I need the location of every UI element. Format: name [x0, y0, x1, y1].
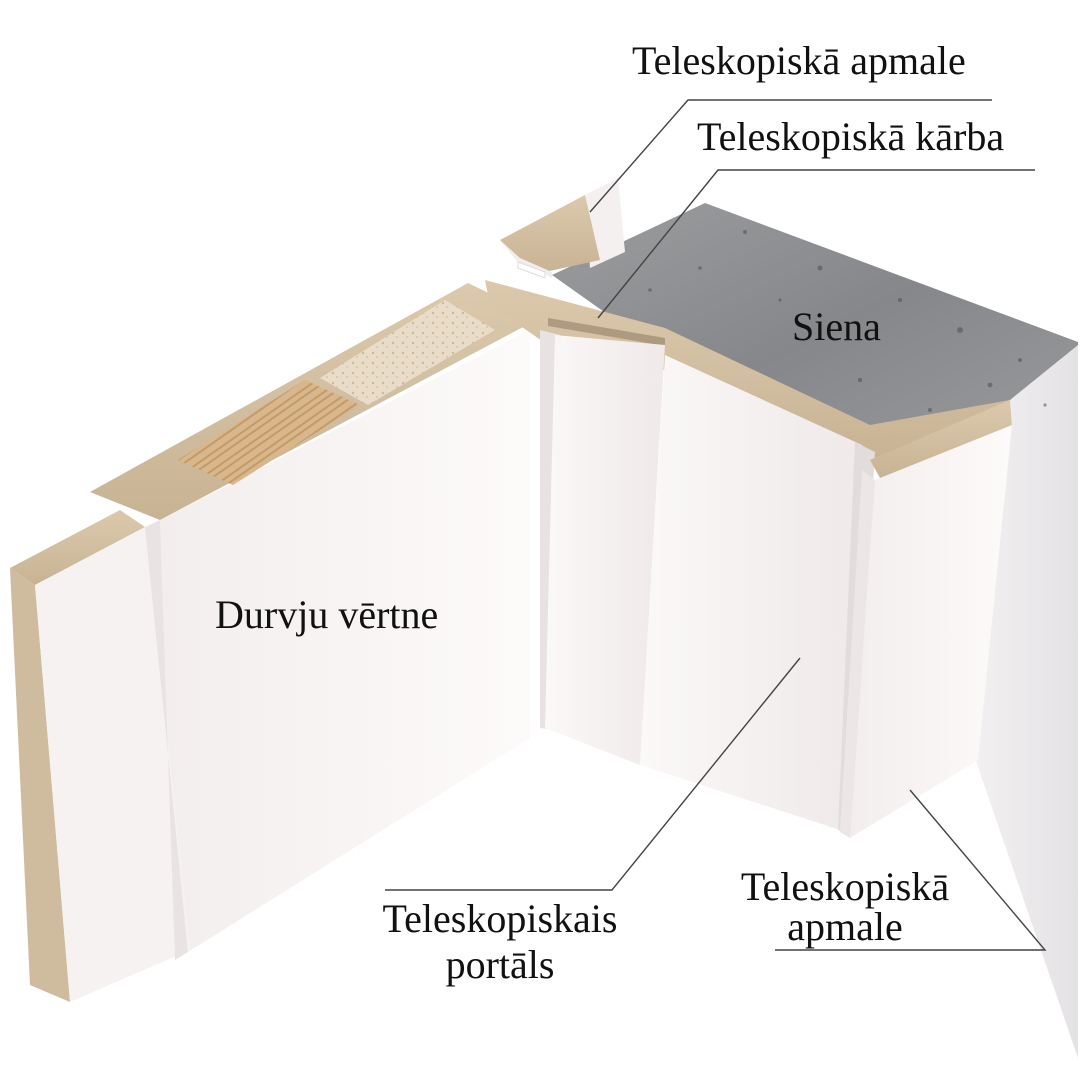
right-casing-edge [840, 470, 875, 838]
leader-lines [385, 99, 1047, 951]
label-wall: Siena [792, 304, 881, 349]
top-casing-lip [517, 261, 546, 279]
door-leaf-face [160, 330, 530, 960]
portal-face [640, 355, 862, 830]
top-casing-mdf [500, 195, 600, 272]
door-leaf [10, 283, 540, 1002]
frame-post [540, 330, 665, 765]
frame-top-mdf [485, 280, 1010, 460]
label-portal-line2: portāls [446, 942, 555, 987]
right-casing [840, 400, 1012, 838]
wall-top-concrete [552, 203, 1078, 470]
label-top-frame: Teleskopiskā kārba [697, 114, 1004, 159]
frame-post-front [545, 335, 665, 765]
door-leaf-pine-core [178, 380, 360, 485]
door-leaf-edge-mdf [10, 568, 70, 1002]
label-bottom-casing-line1: Teleskopiskā [741, 864, 950, 909]
frame-top-groove [548, 318, 665, 346]
right-casing-top-mdf [870, 400, 1012, 478]
right-casing-front [850, 425, 1012, 838]
concrete-pores [648, 230, 1047, 412]
label-top-casing: Teleskopiskā apmale [632, 38, 966, 83]
top-casing-piece [500, 178, 625, 279]
top-casing-front [500, 240, 552, 278]
label-bottom-casing-line2: apmale [787, 904, 903, 949]
frame-top [485, 280, 1010, 460]
leader-top-frame [597, 169, 1035, 319]
leader-portal [385, 657, 801, 891]
label-door-leaf: Durvju vērtne [215, 592, 438, 637]
door-leaf-edge-white [35, 527, 190, 1002]
door-leaf-rebate [10, 510, 145, 585]
door-leaf-chipboard-core [320, 300, 495, 405]
leader-bottom-casing [775, 789, 1047, 951]
leader-top-casing [589, 99, 992, 213]
door-leaf-inner-strip [145, 520, 188, 960]
labels: Teleskopiskā apmale Teleskopiskā kārba S… [215, 38, 1004, 987]
label-portal-line1: Teleskopiskais [383, 896, 618, 941]
